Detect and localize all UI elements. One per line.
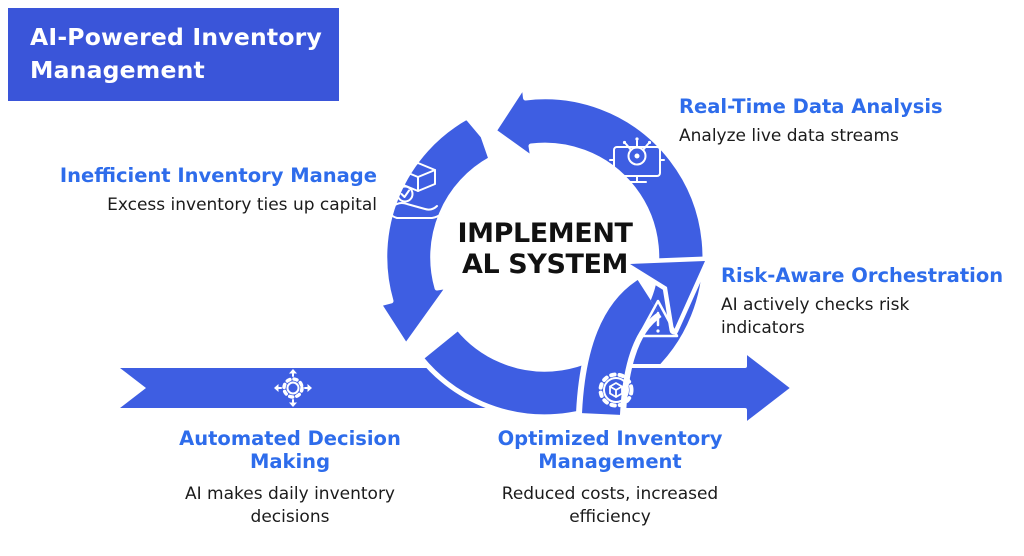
step-inefficient-inventory: Inefficient Inventory Manage Excess inve… [57, 164, 377, 217]
step-title: Optimized Inventory Management [497, 427, 723, 474]
step-title: Inefficient Inventory Manage [59, 164, 377, 187]
step-optimized-inventory: Optimized Inventory Management Reduced c… [480, 427, 740, 529]
loop-center-line1: IMPLEMENT [457, 218, 633, 249]
step-title: Real-Time Data Analysis [679, 95, 943, 118]
step-desc: Analyze live data streams [679, 126, 899, 147]
title-banner: AI-Powered Inventory Management [8, 8, 339, 101]
gear-cube-icon [598, 372, 634, 408]
hand-holding-box-icon [389, 162, 448, 219]
page-title: AI-Powered Inventory Management [30, 23, 322, 84]
process-band-overlay [605, 349, 795, 427]
loop-center-label: IMPLEMENT AL SYSTEM [420, 218, 670, 281]
step-risk-orchestration: Risk-Aware Orchestration AI actively che… [721, 264, 1004, 340]
warning-triangle-icon [637, 299, 679, 338]
step-desc: AI actively checks risk indicators [721, 295, 910, 339]
loop-center-line2: AL SYSTEM [461, 248, 629, 280]
step-desc: Reduced costs, increased efficiency [501, 483, 719, 527]
step-desc: AI makes daily inventory decisions [184, 483, 395, 527]
step-title: Automated Decision Making [179, 427, 401, 474]
step-title: Risk-Aware Orchestration [721, 264, 1004, 287]
step-realtime-analysis: Real-Time Data Analysis Analyze live dat… [679, 95, 979, 148]
step-automated-decisions: Automated Decision Making AI makes daily… [160, 427, 420, 529]
ai-monitor-icon [609, 137, 665, 183]
gear-move-arrows-icon [274, 369, 312, 407]
step-desc: Excess inventory ties up capital [107, 195, 377, 216]
